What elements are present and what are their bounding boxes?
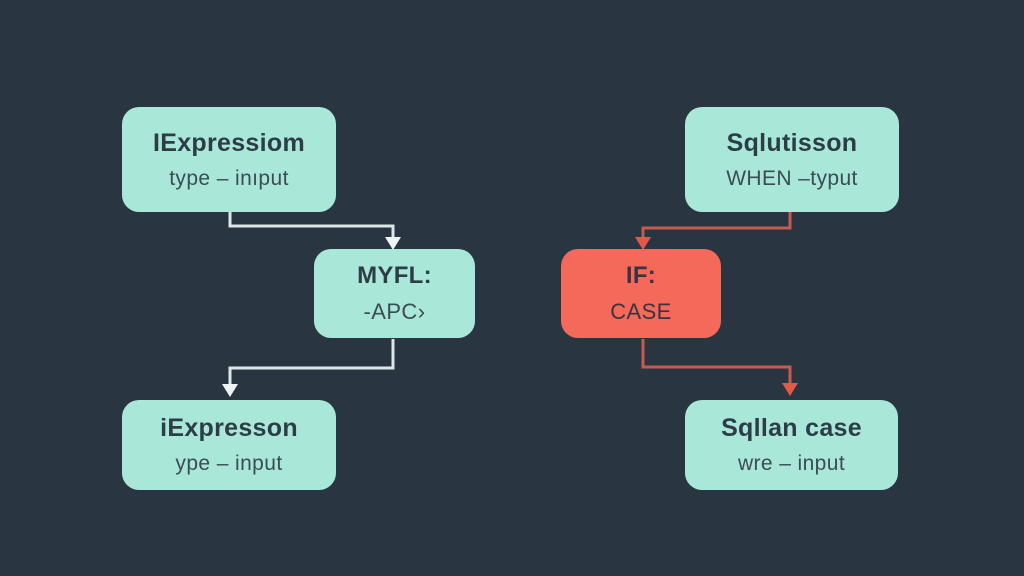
node-left-top: IExpressiom type – inıput [122,107,336,212]
connector-line [228,339,395,385]
connector-line [641,211,792,238]
node-title: IF: [625,262,657,289]
node-left-middle: MYFL: -APC› [314,249,475,338]
node-subtitle: WHEN –typut [726,166,858,190]
arrowhead-down-icon [222,384,238,397]
node-title: MYFL: [357,262,432,289]
node-right-middle: IF: CASE [561,249,721,338]
node-title: IExpressiom [153,128,305,157]
node-title: Sqlutisson [726,128,858,157]
connector-rightmiddle-to-rightbottom [641,339,798,396]
node-right-bottom: Sqllan case wre – input [685,400,898,490]
node-subtitle: type – inıput [169,166,289,190]
connector-leftmiddle-to-leftbottom [222,339,395,397]
node-subtitle: CASE [610,299,672,324]
node-title: iExpresson [160,414,298,442]
node-subtitle: wre – input [737,452,846,475]
node-subtitle: ype – input [175,452,283,475]
arrowhead-down-icon [782,383,798,396]
node-right-top: Sqlutisson WHEN –typut [685,107,899,212]
connector-righttop-to-rightmiddle [635,211,792,250]
connector-line [228,211,395,238]
node-left-bottom: iExpresson ype – input [122,400,336,490]
connector-line [641,339,792,384]
node-title: Sqllan case [721,414,862,442]
node-subtitle: -APC› [363,299,426,324]
connector-lefttop-to-leftmiddle [228,211,401,250]
